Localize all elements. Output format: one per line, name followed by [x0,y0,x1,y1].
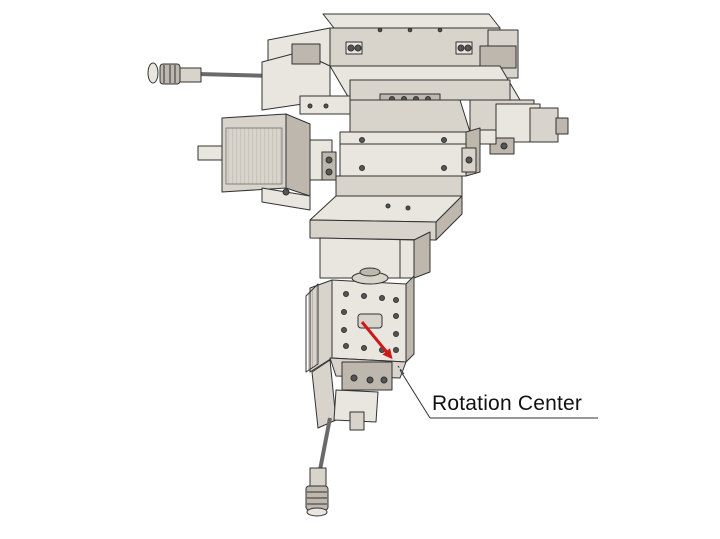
callout-leader [399,369,598,419]
rotation-stage [305,267,415,431]
rotation-arrow [360,321,393,360]
bottom-cable [305,417,332,517]
z-column [309,175,463,279]
left-motor [197,113,337,211]
left-cable [147,62,273,85]
top-stage [261,13,521,115]
middle-stage [339,99,481,177]
rotation-center-label: Rotation Center [432,392,583,415]
right-motor [469,99,569,155]
